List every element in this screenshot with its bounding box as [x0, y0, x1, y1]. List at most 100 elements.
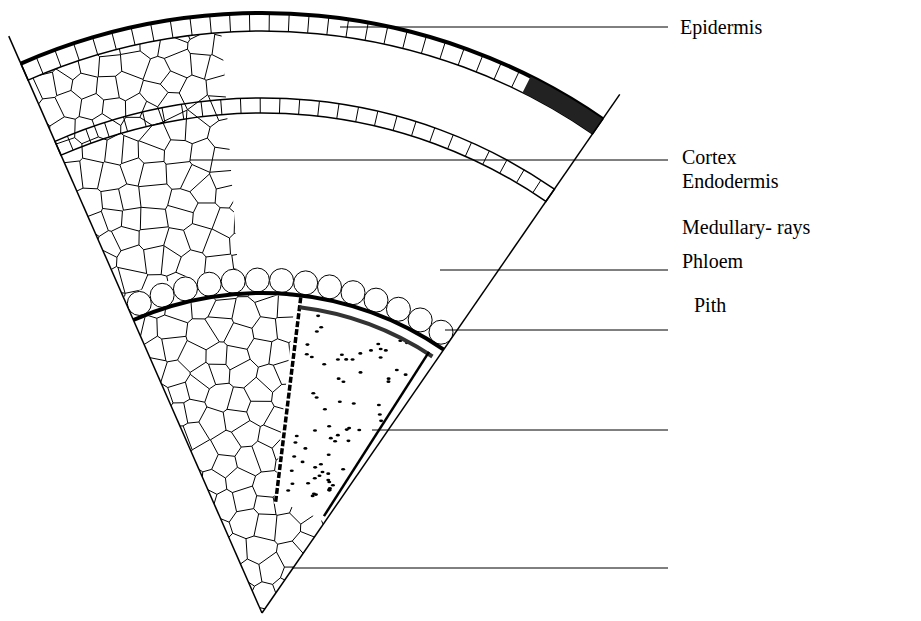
epidermis-cell-wall: [93, 37, 98, 54]
epidermis-cell-wall: [74, 43, 80, 60]
epidermis-cell-wall: [440, 42, 446, 59]
pericycle-cell: [127, 291, 151, 315]
xylem-dot: [333, 440, 337, 443]
xylem-dot: [293, 441, 297, 444]
epidermis-cell-wall: [269, 13, 270, 31]
xylem-dot: [305, 353, 309, 356]
epidermis-cell-wall: [190, 17, 192, 35]
pericycle-cell: [294, 271, 318, 295]
xylem-dot: [378, 413, 382, 416]
sector-group: [20, 11, 604, 516]
xylem-dot: [316, 315, 320, 318]
xylem-dot: [286, 489, 290, 492]
endodermis-cell-wall: [430, 128, 435, 142]
endodermis-cell-wall: [260, 98, 261, 113]
sector-edge: [9, 36, 262, 613]
xylem-dot: [314, 493, 318, 496]
epidermis-cell-wall: [327, 17, 329, 35]
xylem-dot: [311, 495, 315, 498]
endodermis-cell-wall: [533, 180, 541, 193]
part-label: Medullary- rays: [682, 216, 810, 238]
epidermis-cell-wall: [112, 32, 117, 49]
xylem-dot: [313, 429, 317, 432]
pericycle-cell: [150, 283, 174, 307]
xylem-dot: [369, 349, 373, 352]
epidermis-cell-wall: [229, 14, 231, 32]
xylem-dot: [340, 353, 344, 356]
epidermis-cell-wall: [403, 31, 407, 48]
epidermis-dark-end: [523, 77, 603, 134]
xylem-dot: [386, 380, 390, 383]
endodermis-cell-wall: [393, 116, 397, 130]
xylem-dot: [352, 402, 356, 405]
xylem-dot: [357, 429, 361, 432]
xylem-dot: [303, 447, 307, 450]
xylem-dot: [327, 425, 331, 428]
pericycle-cell: [364, 288, 388, 312]
endodermis-cell-wall: [221, 100, 222, 115]
leader-line: [440, 270, 668, 271]
endodermis-cell-wall: [374, 111, 377, 126]
xylem-dot: [337, 377, 341, 380]
leader-line: [292, 568, 668, 569]
epidermis-cell-wall: [249, 13, 250, 31]
pericycle-cell: [341, 281, 365, 305]
sector-edge: [262, 94, 620, 613]
leader-line: [190, 160, 668, 161]
xylem-dot: [327, 481, 331, 484]
part-label: Epidermis: [680, 16, 762, 38]
xylem-dot: [404, 373, 408, 376]
epidermis-cell-wall: [494, 63, 501, 80]
xylem-dot: [310, 356, 314, 359]
endodermis-cell-wall: [448, 135, 454, 149]
xylem-dot: [376, 343, 380, 346]
xylem-dot: [311, 392, 315, 395]
medullary-ray: [275, 297, 300, 503]
xylem-dot: [345, 428, 349, 431]
epidermis-cell-wall: [170, 20, 173, 38]
xylem-dot: [315, 330, 319, 333]
endodermis-cell-wall: [240, 98, 242, 113]
part-label: Pith: [694, 294, 726, 316]
epidermis-cell-wall: [308, 15, 309, 33]
epidermis-cell-wall: [384, 26, 388, 44]
endodermis-cell-wall: [517, 170, 525, 183]
xylem-dot: [322, 363, 326, 366]
epidermis-cell-wall: [55, 50, 61, 67]
xylem-dot: [315, 396, 319, 399]
xylem-dot: [292, 455, 296, 458]
xylem-dot: [338, 400, 342, 403]
xylem-dot: [290, 469, 294, 472]
part-label: Phloem: [682, 250, 743, 272]
pericycle-cell: [270, 269, 294, 293]
epidermis-cell-wall: [346, 19, 349, 37]
xylem-dot: [305, 343, 309, 346]
endodermis-cell-wall: [483, 151, 490, 164]
xylem-dot: [301, 461, 305, 464]
endodermis-band: [55, 98, 554, 201]
xylem-dot: [329, 437, 333, 440]
xylem-dot: [379, 420, 383, 423]
xylem-edge: [324, 352, 429, 516]
xylem-dot: [351, 358, 355, 361]
xylem-dot: [358, 352, 362, 355]
xylem-dot: [319, 326, 323, 329]
leader-line: [445, 330, 668, 331]
endodermis-cell-wall: [318, 101, 320, 116]
xylem-dot: [384, 349, 388, 352]
endodermis-cell-wall: [299, 99, 300, 114]
xylem-dot: [379, 356, 383, 359]
pericycle-cell: [318, 275, 342, 299]
leader-line: [340, 27, 668, 28]
pericycle-cell: [173, 277, 197, 301]
epidermis-cell-wall: [151, 23, 154, 41]
endodermis-cell-wall: [500, 160, 507, 173]
part-label: Cortex: [682, 146, 736, 168]
pericycle-cell: [197, 272, 221, 296]
xylem-dot: [341, 468, 345, 471]
xylem-dot: [336, 434, 340, 437]
xylem-dot: [313, 477, 317, 480]
